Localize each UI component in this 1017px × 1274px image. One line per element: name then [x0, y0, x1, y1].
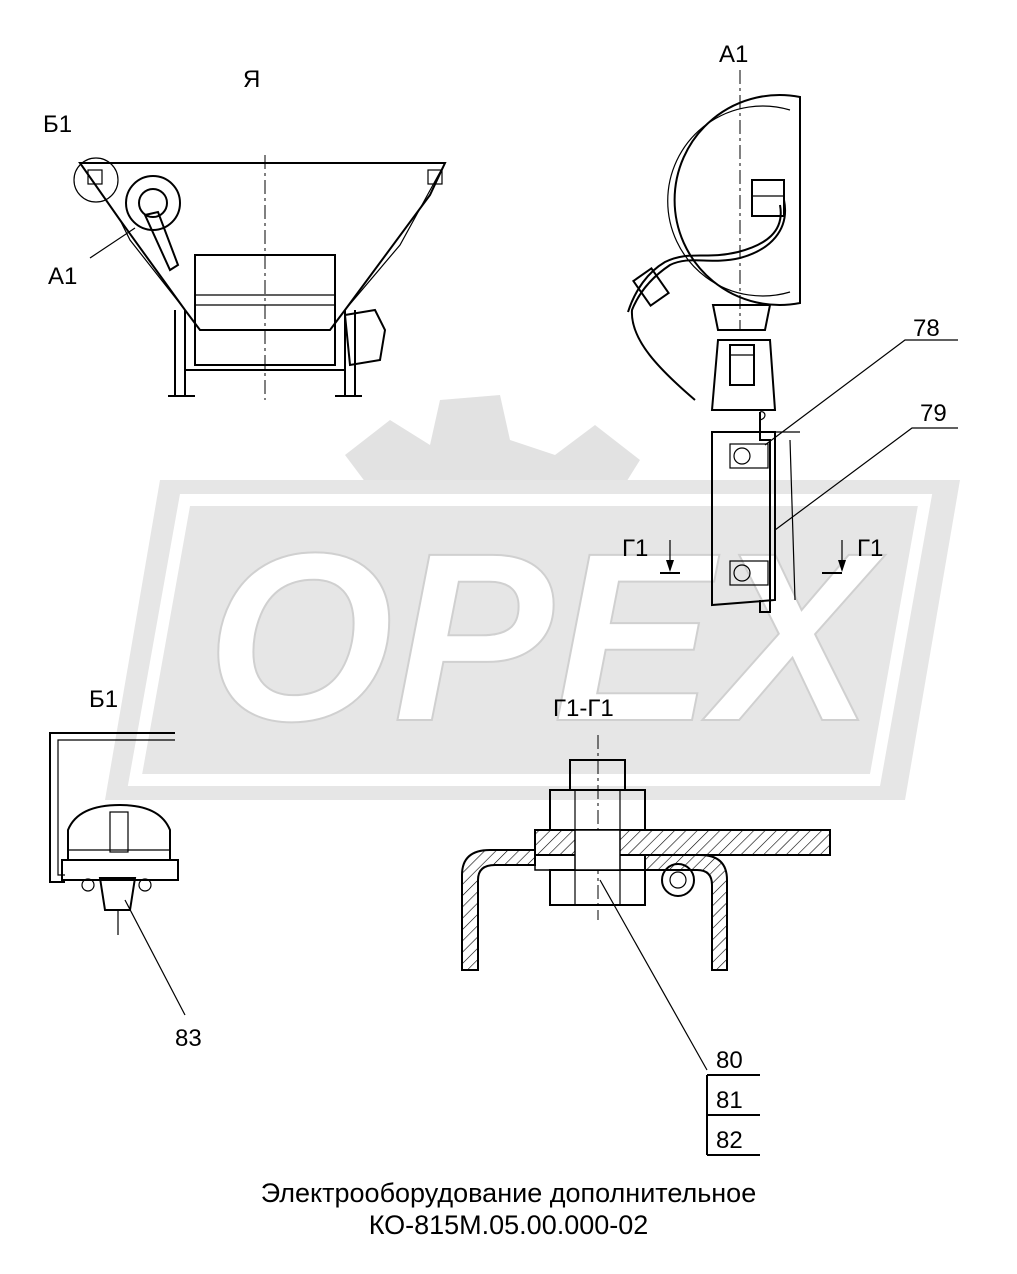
leader-78 — [764, 339, 958, 446]
section-marks — [660, 540, 846, 574]
callout-table-80-82 — [706, 1074, 760, 1156]
label-section-g1-left: Г1 — [622, 535, 648, 562]
callout-79: 79 — [920, 400, 947, 427]
leader-79 — [774, 427, 958, 531]
label-view-b1-bottom: Б1 — [89, 686, 118, 713]
view-ya-drawing — [78, 155, 447, 400]
detail-b1-circle — [73, 157, 119, 203]
bracket-drawing — [711, 411, 800, 613]
watermark: OPEX — [105, 395, 960, 800]
label-view-a1-left: А1 — [48, 263, 77, 290]
label-section-g1g1: Г1-Г1 — [553, 695, 614, 722]
leader-80 — [599, 879, 708, 1071]
drawing-title-line2: КО-815М.05.00.000-02 — [368, 1210, 649, 1240]
drawing-title: Электрооборудование дополнительное КО-81… — [0, 1177, 1017, 1241]
callout-78: 78 — [913, 315, 940, 342]
label-section-g1-right: Г1 — [857, 535, 883, 562]
callout-80: 80 — [716, 1047, 743, 1074]
label-view-b1-top: Б1 — [43, 111, 72, 138]
watermark-plate — [105, 480, 960, 800]
section-g1g1-drawing — [461, 735, 831, 971]
callout-81: 81 — [716, 1087, 743, 1114]
label-view-a1-top: А1 — [719, 41, 748, 68]
watermark-text: OPEX — [207, 503, 887, 771]
drawing-title-line1: Электрооборудование дополнительное — [260, 1178, 757, 1208]
leader-a1-left — [89, 227, 136, 259]
callout-82: 82 — [716, 1127, 743, 1154]
leader-83 — [124, 899, 186, 1016]
view-a1-drawing — [627, 70, 801, 411]
watermark-plate-inner — [127, 494, 933, 786]
label-view-ya: Я — [243, 66, 260, 93]
callout-83: 83 — [175, 1025, 202, 1052]
